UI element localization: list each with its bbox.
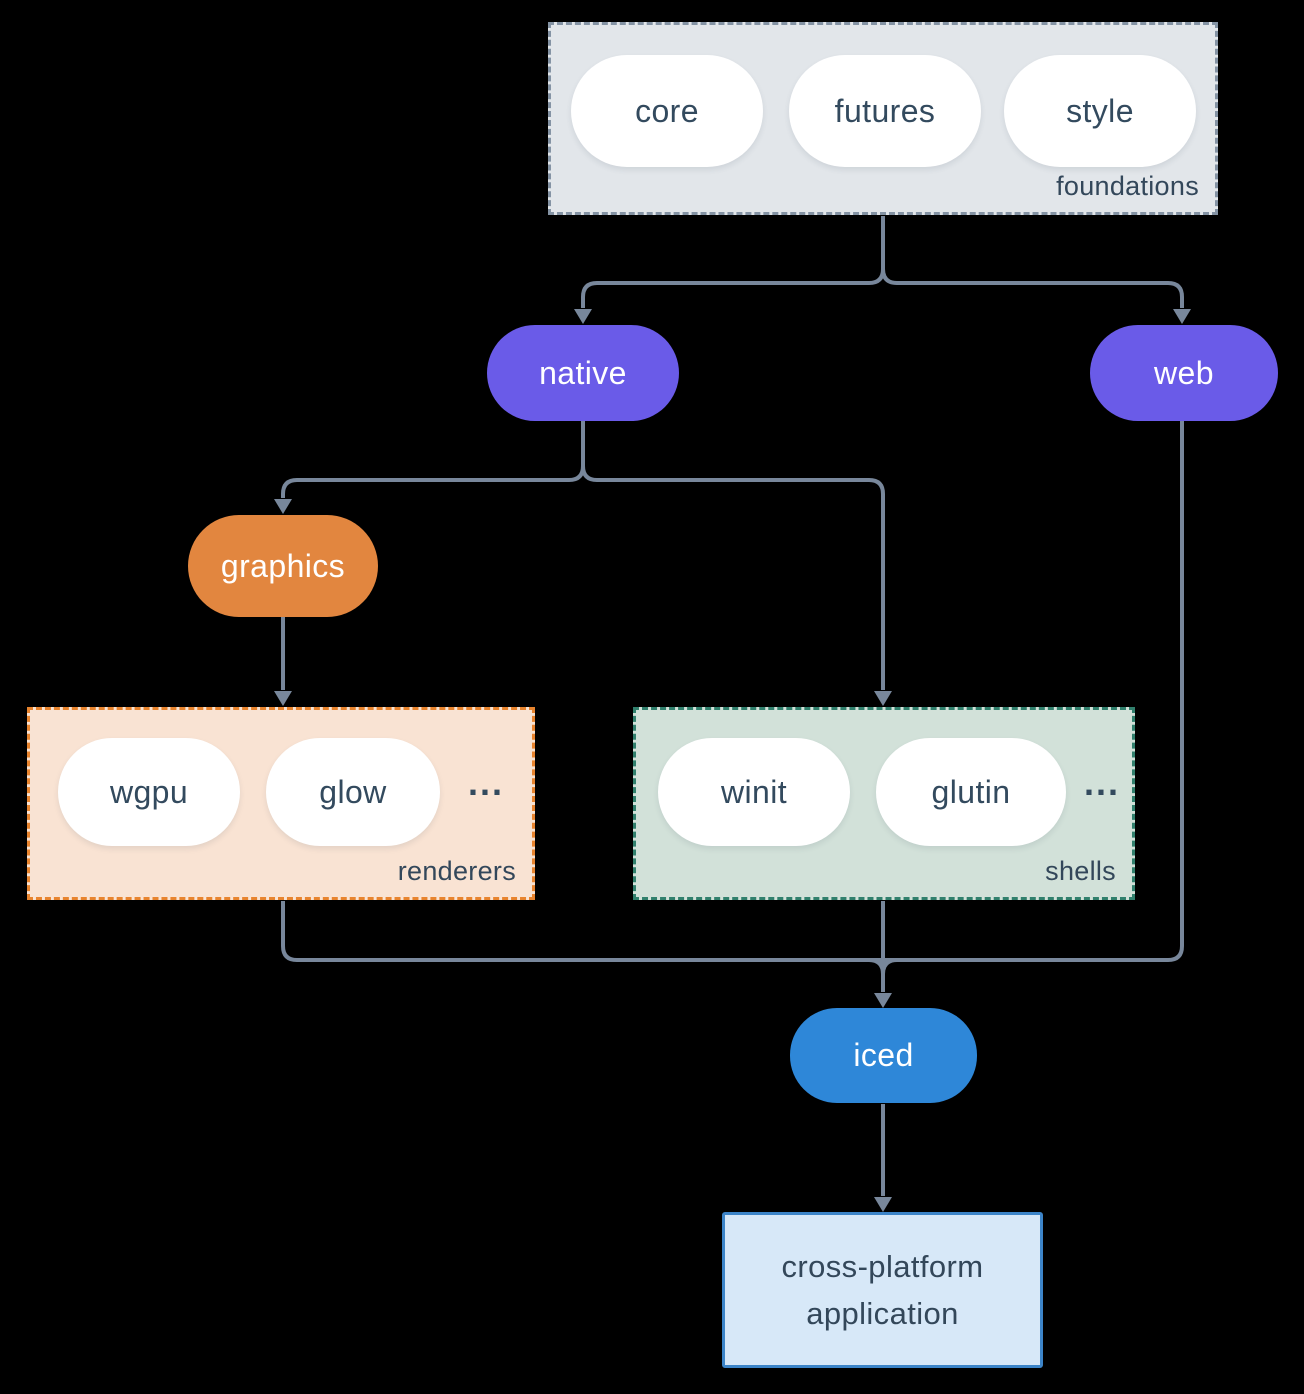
node-glutin: glutin [876, 738, 1066, 846]
edge-merge-fillet-right [881, 958, 898, 975]
node-glutin-label: glutin [931, 773, 1011, 810]
node-web: web [1090, 325, 1278, 421]
node-wgpu: wgpu [58, 738, 240, 846]
arrowhead-renderers [274, 691, 292, 706]
node-winit: winit [658, 738, 850, 846]
node-web-label: web [1154, 354, 1214, 391]
group-foundations-label: foundations [1056, 171, 1199, 201]
node-native-label: native [539, 354, 627, 391]
node-futures: futures [789, 55, 981, 167]
node-graphics-label: graphics [220, 547, 346, 584]
arrowhead-web [1173, 309, 1191, 324]
node-core: core [571, 55, 763, 167]
app-label-line2: application [806, 1296, 959, 1331]
renderers-ellipsis: ... [468, 762, 505, 803]
edge-foundations-to-native [581, 268, 885, 308]
group-foundations: core futures style foundations [548, 22, 1218, 215]
arrowhead-native [574, 309, 592, 324]
shells-ellipsis: ... [1084, 762, 1121, 803]
node-native: native [487, 325, 679, 421]
group-renderers-label: renderers [397, 856, 516, 886]
node-glow: glow [266, 738, 440, 846]
edge-native-to-graphics [281, 465, 585, 498]
arrowhead-shells [874, 691, 892, 706]
node-style: style [1004, 55, 1196, 167]
node-graphics: graphics [188, 515, 378, 617]
group-shells: winit glutin ... shells [633, 707, 1135, 900]
node-winit-label: winit [720, 773, 787, 810]
group-shells-label: shells [1045, 856, 1116, 886]
edge-merge-fillet-left [868, 958, 885, 975]
arrowhead-app [874, 1197, 892, 1212]
app-label-line1: cross-platform [781, 1249, 984, 1284]
edge-native-to-shells [581, 465, 885, 690]
node-glow-label: glow [319, 773, 387, 810]
node-cross-platform-application: cross-platform application [722, 1212, 1043, 1368]
edge-web-to-merge [1167, 421, 1184, 962]
edge-renderers-to-merge [281, 901, 1168, 962]
arrowhead-graphics [274, 499, 292, 514]
edge-foundations-to-web [881, 268, 1184, 308]
group-renderers: wgpu glow ... renderers [27, 707, 535, 900]
node-wgpu-label: wgpu [109, 773, 189, 810]
arrowhead-iced [874, 993, 892, 1008]
node-iced: iced [790, 1008, 977, 1103]
node-iced-label: iced [853, 1037, 914, 1073]
node-core-label: core [635, 92, 699, 129]
node-futures-label: futures [834, 92, 936, 129]
node-style-label: style [1066, 92, 1134, 129]
